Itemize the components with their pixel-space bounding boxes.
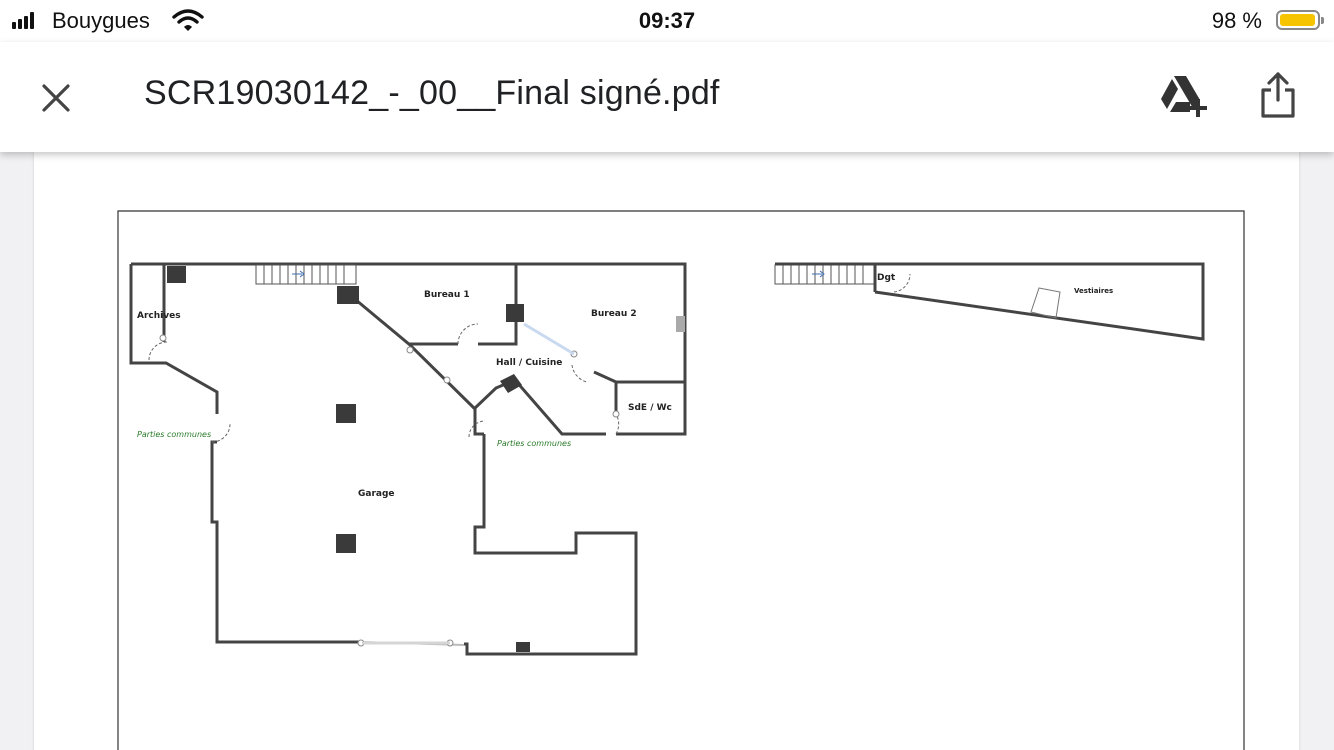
add-to-drive-button[interactable] — [1156, 72, 1208, 120]
pillars — [167, 266, 530, 652]
room-label-garage: Garage — [358, 489, 395, 499]
document-title: SCR19030142_-_00__Final signé.pdf — [144, 74, 720, 112]
plan-frame — [117, 210, 1245, 750]
room-label-bureau-2: Bureau 2 — [591, 309, 637, 319]
pdf-page: Archives Bureau 1 Bureau 2 Hall / Cuisin… — [34, 152, 1299, 750]
share-button[interactable] — [1256, 70, 1300, 120]
room-label-dgt: Dgt — [877, 273, 896, 283]
room-label-vestiaires: Vestiaires — [1074, 287, 1113, 295]
common-area-label-center: Parties communes — [497, 439, 571, 448]
close-button[interactable] — [34, 76, 78, 120]
clock: 09:37 — [638, 8, 696, 33]
add-to-drive-icon — [1161, 76, 1207, 117]
floor-plan: Archives Bureau 1 Bureau 2 Hall / Cuisin… — [117, 210, 1245, 750]
pdf-viewer-toolbar: SCR19030142_-_00__Final signé.pdf — [0, 42, 1334, 152]
room-label-hall-cuisine: Hall / Cuisine — [496, 358, 562, 368]
common-area-label-left: Parties communes — [137, 430, 211, 439]
vestiaires-plan-walls — [775, 262, 1205, 341]
room-label-archives: Archives — [137, 311, 181, 321]
status-bar: Bouygues 09:37 98 % — [0, 0, 1334, 42]
battery-percentage: 98 % — [1211, 8, 1262, 33]
wifi-icon — [172, 9, 204, 31]
staircase — [255, 264, 876, 285]
cellular-signal-icon — [12, 12, 34, 29]
room-label-bureau-1: Bureau 1 — [424, 290, 470, 300]
main-plan-walls — [129, 262, 687, 656]
share-icon — [1261, 72, 1295, 118]
close-icon — [42, 84, 70, 112]
doors — [148, 273, 911, 443]
document-viewer[interactable]: Archives Bureau 1 Bureau 2 Hall / Cuisin… — [0, 152, 1334, 750]
battery-icon — [1276, 10, 1324, 30]
room-label-sde-wc: SdE / Wc — [628, 403, 672, 413]
carrier-name: Bouygues — [52, 8, 150, 33]
